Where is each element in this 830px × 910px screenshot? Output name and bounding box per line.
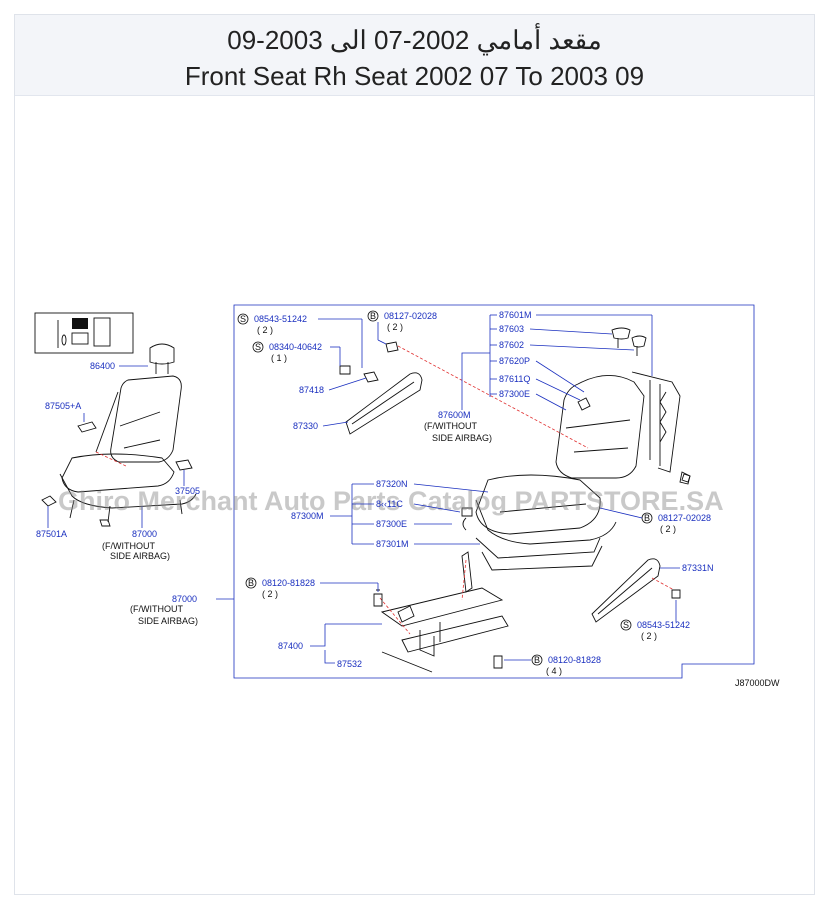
b-mark-1-text: B [370,311,376,321]
s-mark-1 [237,313,249,325]
title-arabic: مقعد أمامي 2002-07 الى 2003-09 [227,25,602,55]
label-87300m[interactable]: 87300M [291,511,324,521]
label-08127-02028-b[interactable]: 08127-02028 [658,513,711,523]
side-trim-left-drawing [339,341,589,449]
b-mark-4 [531,654,543,666]
label-08543-51242-b[interactable]: 08543-51242 [637,620,690,630]
label-87300e-top[interactable]: 87300E [499,389,530,399]
b-mark-3 [245,577,257,589]
title-english: Front Seat Rh Seat 2002 07 To 2003 09 [184,61,645,91]
seatback-drawing [555,327,691,485]
label-08543-51242-a[interactable]: 08543-51242 [254,314,307,324]
side-trim-right-drawing [591,558,681,623]
label-87501a[interactable]: 87501A [36,529,67,539]
qty-08120-81828-b: ( 4 ) [546,666,562,676]
qty-08127-02028-b: ( 2 ) [660,524,676,534]
overview-small-parts [41,421,193,527]
note-main-2: SIDE AIRBAG) [138,616,198,626]
page-header: مقعد أمامي 2002-07 الى 2003-09 Front Sea… [15,15,814,96]
assembly-outline [233,304,755,679]
label-87532[interactable]: 87532 [337,659,362,669]
index-thumbnail[interactable] [34,312,134,354]
note-left-2: SIDE AIRBAG) [110,551,170,561]
note-left-1: (F/WITHOUT [102,541,155,551]
label-87418[interactable]: 87418 [299,385,324,395]
label-87331n[interactable]: 87331N [682,563,714,573]
label-87300e[interactable]: 87300E [376,519,407,529]
qty-08120-81828-a: ( 2 ) [262,589,278,599]
note-main-1: (F/WITHOUT [130,604,183,614]
label-87320n[interactable]: 87320N [376,479,408,489]
seat-cushion-drawing [475,474,617,571]
note-87600m-1: (F/WITHOUT [424,421,477,431]
qty-08543-51242-b: ( 2 ) [641,631,657,641]
s-mark-1-text: S [240,314,246,324]
label-87620p[interactable]: 87620P [499,356,530,366]
label-87311c[interactable]: 8‹‹11C [376,499,403,509]
label-08127-02028-a[interactable]: 08127-02028 [384,311,437,321]
b-mark-2-text: B [644,513,650,523]
label-87330[interactable]: 87330 [293,421,318,431]
b-mark-4-text: B [534,655,540,665]
label-87602[interactable]: 87602 [499,340,524,350]
label-87603[interactable]: 87603 [499,324,524,334]
overview-seat-drawing [59,343,197,523]
s-mark-3 [620,619,632,631]
label-87505a[interactable]: 87505+A [45,401,81,411]
page-frame [14,14,815,895]
qty-08543-51242-a: ( 2 ) [257,325,273,335]
b-mark-3-text: B [248,578,254,588]
label-87611q[interactable]: 87611Q [499,374,530,384]
label-87601m[interactable]: 87601M [499,310,532,320]
seat-rail-drawing [379,551,509,673]
label-87000-left[interactable]: 87000 [132,529,157,539]
label-86400[interactable]: 86400 [90,361,115,371]
diagram-code: J87000DW [735,678,780,688]
label-08120-81828-a[interactable]: 08120-81828 [262,578,315,588]
s-mark-3-text: S [623,620,629,630]
qty-08340-40642: ( 1 ) [271,353,287,363]
label-87000-main[interactable]: 87000 [172,594,197,604]
label-08120-81828-b[interactable]: 08120-81828 [548,655,601,665]
label-87400[interactable]: 87400 [278,641,303,651]
s-mark-2-text: S [255,342,261,352]
s-mark-2 [252,341,264,353]
label-37505[interactable]: 37505 [175,486,200,496]
label-87600m[interactable]: 87600M [438,410,471,420]
note-87600m-2: SIDE AIRBAG) [432,433,492,443]
b-mark-1 [367,310,379,322]
qty-08127-02028-a: ( 2 ) [387,322,403,332]
label-87301m[interactable]: 87301M [376,539,409,549]
label-08340-40642[interactable]: 08340-40642 [269,342,322,352]
